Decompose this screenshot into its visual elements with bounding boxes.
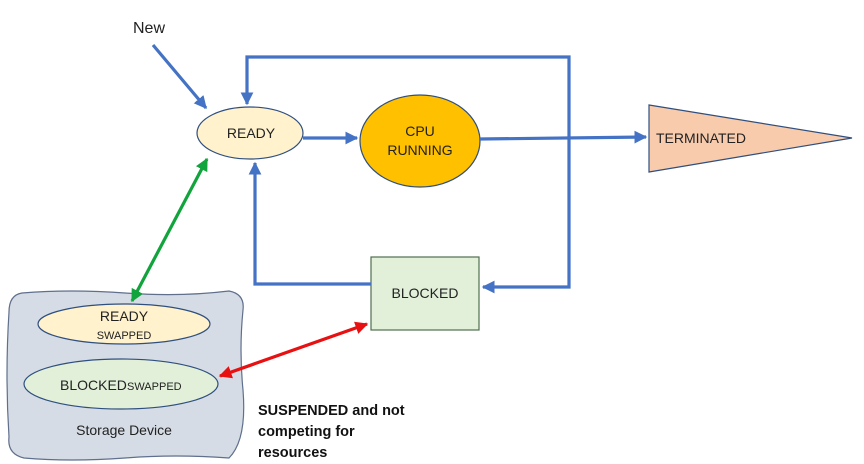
new-label: New — [133, 20, 165, 37]
blocked-to-ready-arrow — [248, 161, 371, 286]
suspended-note-line: resources — [258, 445, 328, 461]
ready-state — [196, 106, 304, 160]
blocked-swapped-state — [23, 358, 219, 410]
suspended-note: SUSPENDED and not competing for resource… — [258, 401, 428, 464]
cpu-running-state — [359, 94, 481, 188]
suspended-note-line: competing for — [258, 424, 355, 440]
cpu-to-terminated-arrow — [479, 130, 648, 144]
ready-swapped-label: READY — [100, 308, 149, 324]
ready-swapped-sublabel: SWAPPED — [97, 330, 152, 342]
blocked-swapped-sublabel: SWAPPED — [127, 381, 182, 393]
running-label: RUNNING — [387, 142, 452, 158]
storage-device-label: Storage Device — [76, 422, 172, 438]
blocked-swap-arrow — [218, 321, 369, 379]
timeout-loop-arrow — [240, 55, 571, 139]
ready-label: READY — [227, 125, 276, 141]
blocked-state — [370, 256, 480, 331]
suspended-note-line: SUSPENDED and not — [258, 403, 405, 419]
ready-swapped-state — [37, 303, 211, 345]
blocked-swapped-label: BLOCKED — [60, 377, 127, 393]
new-arrow — [151, 43, 208, 110]
ready-swap-arrow — [130, 157, 209, 303]
blocked-label: BLOCKED — [392, 285, 459, 301]
cpu-label: CPU — [405, 123, 435, 139]
terminated-state — [648, 104, 853, 173]
cpu-to-blocked-arrow — [481, 139, 571, 294]
terminated-label: TERMINATED — [656, 130, 746, 146]
